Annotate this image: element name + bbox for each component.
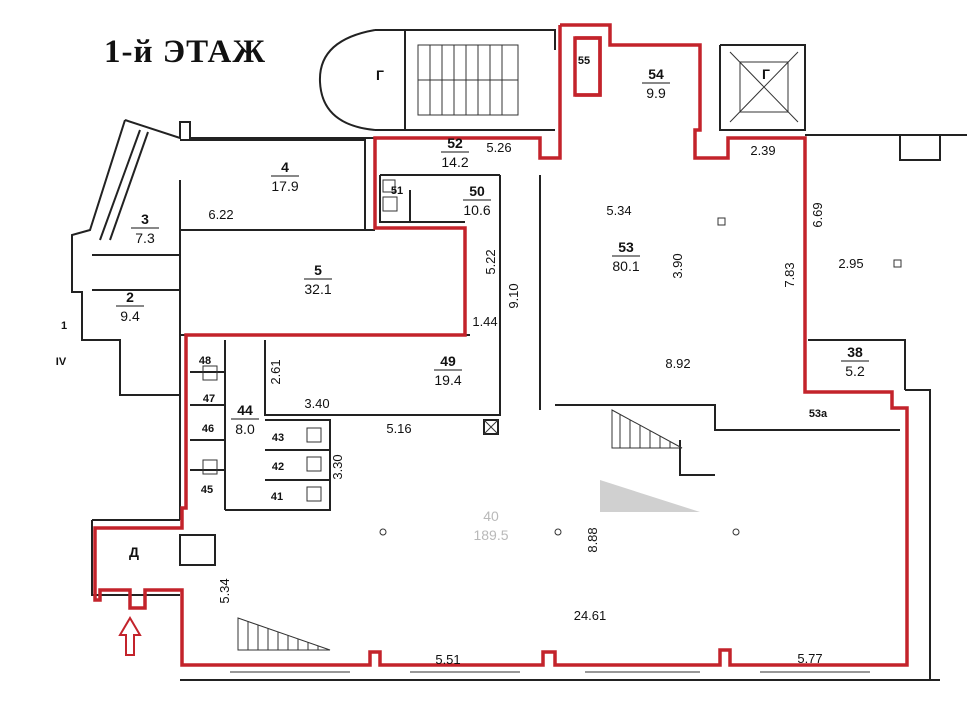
dimension-5-51: 5.51 [435,652,460,667]
dimension-8-92: 8.92 [665,356,690,371]
room-number: 38 [847,344,863,360]
label-door-d: Д [129,544,139,560]
room-52: 52 14.2 [441,135,469,170]
dimension-labels: 5.26 2.39 6.69 6.22 5.34 5.22 9.10 3.90 7.83 2.95… [208,140,863,667]
room-50: 50 10.6 [463,183,491,218]
room-44: 448.0 [231,402,259,437]
leased-area-outline [93,23,909,667]
room-4: 417.9 [271,159,299,194]
room-number: 45 [201,484,213,496]
room-number: 2 [126,289,134,305]
room-38: 385.2 [841,344,869,379]
room-number: 5 [314,262,322,278]
dimension-6-22: 6.22 [208,207,233,222]
room-area: 19.4 [434,372,461,388]
dimension-5-16: 5.16 [386,421,411,436]
room-number: 1 [61,320,67,332]
room-number: 52 [447,135,463,151]
room-53а: 53а [809,408,828,420]
room-number: 51 [391,185,403,197]
staircase-lower [237,409,700,651]
room-number: 50 [469,183,485,199]
other-labels: Г Г Д IV [56,66,770,560]
room-number: 53 [618,239,634,255]
label-stair-g2: Г [762,66,770,82]
room-labels: 129.437.3417.9532.1385.2414243448.045464… [61,55,869,543]
room-area: 17.9 [271,178,298,194]
room-5: 532.1 [304,262,332,297]
room-area: 5.2 [845,363,865,379]
room-49: 49 19.4 [434,353,462,388]
room-area: 10.6 [463,202,490,218]
room-number: 48 [199,355,211,367]
dimension-3-30: 3.30 [330,454,345,479]
dimension-5-77: 5.77 [797,651,822,666]
dimension-8-88: 8.88 [585,527,600,552]
room-area: 80.1 [612,258,639,274]
room-number: 53а [809,408,828,420]
dimension-9-10: 9.10 [506,283,521,308]
room-area: 9.9 [646,85,666,101]
room-43: 43 [272,432,284,444]
room-53: 53 80.1 [612,239,640,274]
room-number: 49 [440,353,456,369]
room-1: 1 [61,320,67,332]
room-42: 42 [272,461,284,473]
dimension-6-69: 6.69 [810,202,825,227]
walls [71,29,967,681]
dimension-3-90: 3.90 [670,253,685,278]
dimension-2-61: 2.61 [268,359,283,384]
room-number: 4 [281,159,289,175]
room-area: 189.5 [473,527,508,543]
room-number: 41 [271,491,283,503]
label-stair-g1: Г [376,67,384,83]
dimension-5-22: 5.22 [483,249,498,274]
room-55-box [573,36,602,97]
room-area: 32.1 [304,281,331,297]
room-area: 9.4 [120,308,140,324]
dimension-7-83: 7.83 [782,262,797,287]
entrance-arrow [118,616,142,656]
dimension-2-95: 2.95 [838,256,863,271]
room-51: 51 [391,185,403,197]
room-3: 37.3 [131,211,159,246]
columns [379,217,902,536]
room-41: 41 [271,491,283,503]
room-number: 47 [203,393,215,405]
room-number: 3 [141,211,149,227]
dimension-24-61: 24.61 [574,608,607,623]
room-40: 40 189.5 [473,508,508,543]
room-54: 549.9 [642,66,670,101]
room-number: 44 [237,402,253,418]
label-mark-iv: IV [56,356,67,368]
room-area: 7.3 [135,230,155,246]
room-46: 46 [202,423,214,435]
room-area: 14.2 [441,154,468,170]
dimension-1-44: 1.44 [472,314,497,329]
room-area: 8.0 [235,421,255,437]
room-48: 48 [199,355,211,367]
room-55: 55 [578,55,590,67]
dimension-5-26: 5.26 [486,140,511,155]
room-number: 43 [272,432,284,444]
room-45: 45 [201,484,213,496]
room-number: 40 [483,508,499,524]
dimension-5-34: 5.34 [217,578,232,603]
room-2: 29.4 [116,289,144,324]
room-number: 55 [578,55,590,67]
dimension-2-39: 2.39 [750,143,775,158]
dimension-5-34: 5.34 [606,203,631,218]
room-number: 42 [272,461,284,473]
staircase-upper [417,44,519,116]
dimension-3-40: 3.40 [304,396,329,411]
room-number: 54 [648,66,664,82]
room-47: 47 [203,393,215,405]
room-number: 46 [202,423,214,435]
floor-title: 1-й ЭТАЖ [104,34,266,70]
